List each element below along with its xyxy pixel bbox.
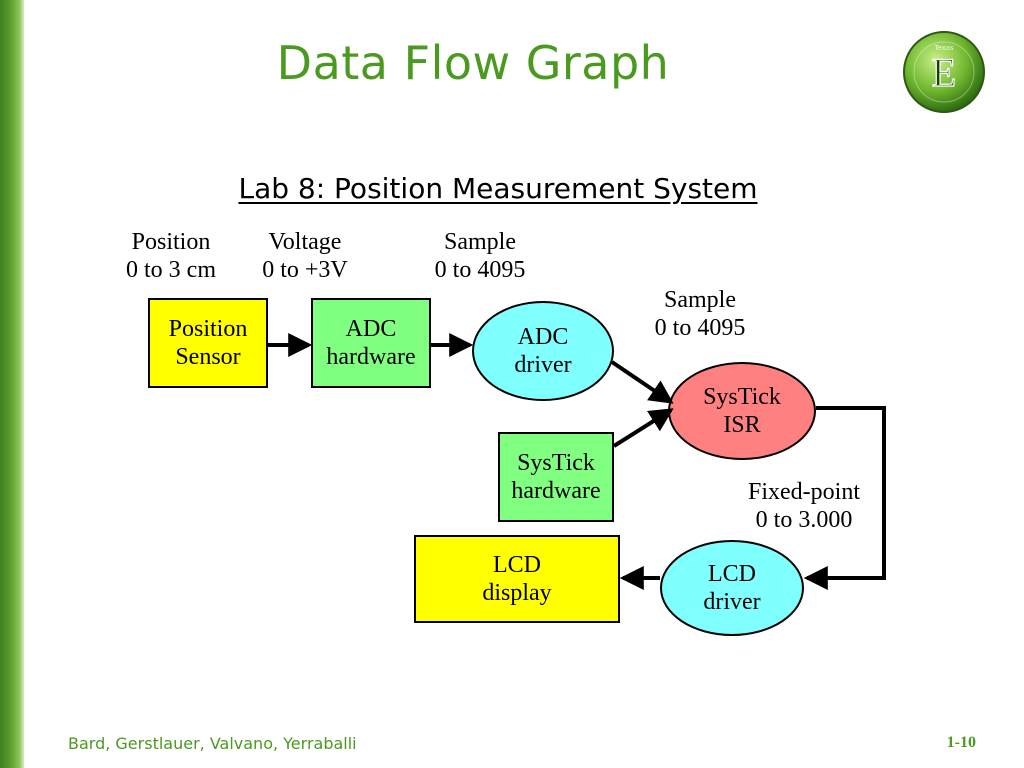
voltage-label-range: 0 to +3V: [262, 257, 348, 283]
position-label-name: Position: [131, 229, 211, 255]
lcd-display-node: LCD display: [414, 535, 620, 623]
lcd-driver-line-1: LCD: [708, 561, 756, 587]
sample-label-1-name: Sample: [444, 229, 516, 255]
voltage-label-name: Voltage: [268, 229, 342, 255]
footer-authors: Bard, Gerstlauer, Valvano, Yerraballi: [68, 734, 357, 753]
voltage-label: Voltage 0 to +3V: [240, 228, 370, 284]
lcd-display-line-2: display: [482, 580, 552, 606]
adc-driver-line-2: driver: [514, 352, 572, 378]
sample-label-2-name: Sample: [664, 287, 736, 313]
sample-label-1-range: 0 to 4095: [434, 257, 526, 283]
sample-label-2-range: 0 to 4095: [654, 315, 746, 341]
logo-letter: E: [932, 50, 956, 95]
arrow-adc-driver-to-isr: [610, 360, 674, 404]
systick-isr-node: SysTick ISR: [668, 362, 816, 460]
position-label-range: 0 to 3 cm: [126, 257, 216, 283]
logo-icon: Texas E: [903, 31, 985, 113]
fixed-point-label-name: Fixed-point: [748, 479, 860, 505]
systick-hardware-line-1: SysTick: [517, 450, 595, 476]
fixed-point-label: Fixed-point 0 to 3.000: [724, 478, 884, 534]
fixed-point-label-range: 0 to 3.000: [755, 507, 853, 533]
left-decorative-bar: [0, 0, 24, 768]
lcd-driver-line-2: driver: [703, 589, 761, 615]
position-sensor-node: Position Sensor: [148, 298, 268, 388]
adc-hardware-line-2: hardware: [326, 344, 416, 370]
systick-isr-line-2: ISR: [723, 412, 761, 438]
logo-small-text: Texas: [933, 44, 954, 52]
slide-title: Data Flow Graph: [276, 36, 670, 90]
adc-driver-line-1: ADC: [517, 324, 569, 350]
position-sensor-line-1: Position: [168, 316, 248, 342]
position-label: Position 0 to 3 cm: [106, 228, 236, 284]
arrow-systick-hw-to-isr: [612, 408, 674, 448]
lcd-display-line-1: LCD: [493, 552, 541, 578]
adc-hardware-line-1: ADC: [345, 316, 397, 342]
systick-isr-line-1: SysTick: [703, 384, 781, 410]
position-sensor-line-2: Sensor: [175, 344, 241, 370]
lcd-driver-node: LCD driver: [660, 540, 804, 636]
sample-label-1: Sample 0 to 4095: [410, 228, 550, 284]
arrow-isr-to-lcd-driver: [803, 406, 886, 590]
footer-page-number: 1-10: [946, 734, 976, 751]
systick-hardware-node: SysTick hardware: [498, 432, 614, 522]
sample-label-2: Sample 0 to 4095: [630, 286, 770, 342]
diagram-subtitle: Lab 8: Position Measurement System: [238, 172, 758, 205]
systick-hardware-line-2: hardware: [511, 478, 601, 504]
